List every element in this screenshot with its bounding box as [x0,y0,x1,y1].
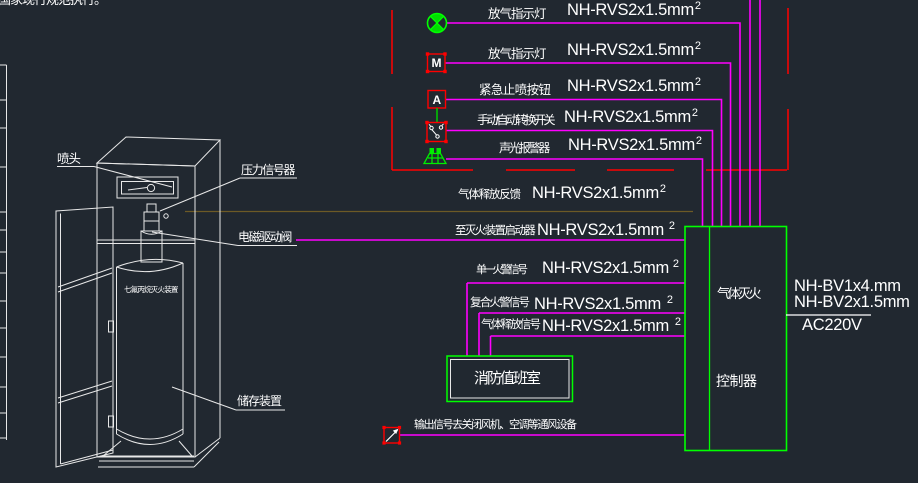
nozzle-label: 喷头 [57,152,81,166]
gas-release-indicator-lamp-icon [426,12,448,34]
sheet-border [0,64,7,440]
row-label-single-fire-signal: 单一火警信号 [476,264,528,276]
power-cable-2: NH-BV2x1.5mm [794,293,910,311]
row-cable-5: NH-RVS2x1.5mm2 [568,135,702,154]
row-label-emergency-stop: 紧急止喷按钮 [479,83,551,97]
output-note: 输出信号去关闭风机、空调等通风设备 [414,419,577,431]
row-cable-2: NH-RVS2x1.5mm2 [567,40,701,59]
row-label-to-extinguisher-starter: 至灭火装置启动器 [455,225,536,237]
solenoid-valve-label: 电磁驱动阀 [238,230,292,244]
power-voltage: AC220V [802,316,862,334]
a-button-letter: A [432,92,442,107]
row-label-gas-release-signal: 气体释放信号 [481,319,541,331]
manual-auto-transfer-switch-icon [425,120,448,144]
pressure-signal-label: 压力信号器 [241,163,295,177]
row-cable-3: NH-RVS2x1.5mm2 [567,76,701,95]
output-signal-arrow-icon [382,425,402,445]
row-label-manual-auto-switch: 手动/自动转换开关 [477,113,556,127]
row-cable-6: NH-RVS2x1.5mm2 [532,183,666,202]
row-label-sound-light-alarm: 声光报警器 [499,141,550,155]
storage-cabinet-drawing [55,136,297,468]
storage-device-label: 储存装置 [237,394,282,408]
cylinder-label: 七氟丙烷灭火装置 [124,285,178,294]
controller-label-line2: 控制器 [716,373,757,389]
row-label-release-lamp-2: 放气指示灯 [488,47,547,61]
top-clipped-note: 国家现行规范执行。 [0,0,107,6]
sound-light-alarm-icon [422,148,448,165]
row-label-release-lamp-1: 放气指示灯 [488,7,547,21]
signal-wires [296,0,761,436]
duty-room-label: 消防值班室 [474,370,541,387]
fire-duty-room-box [446,355,574,403]
gas-release-indicator-m-icon [425,52,447,74]
row-label-gas-release-feedback: 气体释放反馈 [458,189,521,201]
row-label-combined-fire-signal: 复合火警信号 [470,297,530,309]
controller-label-line1: 气体灭火 [717,286,762,301]
gas-fire-controller-box [684,225,788,452]
fire-duty-room-inner-box [450,359,570,399]
row-cable-4: NH-RVS2x1.5mm2 [564,107,698,126]
power-cable-1: NH-BV1x4.mm [794,277,901,295]
m-module-letter: M [431,56,442,70]
row-cable-1: NH-RVS2x1.5mm2 [567,0,701,19]
